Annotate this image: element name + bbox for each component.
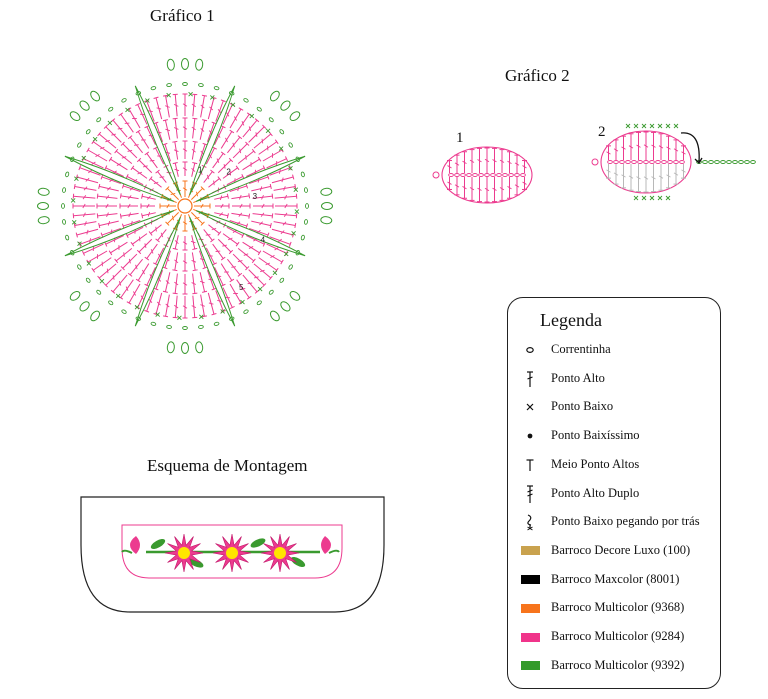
legend-title: Legenda — [540, 310, 602, 330]
color-swatch — [520, 570, 540, 590]
legend-item-label: Barroco Multicolor (9368) — [551, 600, 685, 615]
legend-item: Ponto Baixo — [508, 397, 722, 417]
treble-crochet-icon — [520, 484, 540, 504]
single-crochet-icon — [520, 397, 540, 417]
row-number: 2 — [226, 168, 231, 177]
legend-item: Correntinha — [508, 340, 722, 360]
legend-item-label: Barroco Multicolor (9284) — [551, 629, 685, 643]
legend-item: Barroco Multicolor (9392) — [508, 656, 722, 676]
legend-item: Barroco Multicolor (9368) — [508, 598, 722, 618]
flower-chart: 1 2 3 4 5 — [37, 58, 333, 354]
legend-item: Barroco Decore Luxo (100) — [508, 541, 722, 561]
row-number: 4 — [261, 236, 266, 245]
color-swatch — [520, 541, 540, 561]
half-double-crochet-icon — [520, 455, 540, 475]
chart-2-title: Gráfico 2 — [505, 66, 570, 85]
legend-item: Ponto Alto — [508, 369, 722, 389]
chain-icon — [520, 340, 540, 360]
legend-item-label: Ponto Baixíssimo — [551, 428, 640, 443]
legend-item: Meio Ponto Altos — [508, 455, 722, 475]
legend-item: Barroco Maxcolor (8001) — [508, 570, 722, 590]
legend-item-label: Ponto Alto Duplo — [551, 485, 640, 500]
leaf-chart-part-2 — [591, 123, 756, 201]
chart-2-part-2-label: 2 — [598, 124, 606, 140]
legend-item: Barroco Multicolor (9284) — [508, 627, 722, 647]
row-number: 1 — [198, 165, 203, 174]
leaf-chart-part-1 — [432, 146, 533, 204]
legend-item-label: Ponto Baixo — [551, 399, 614, 414]
double-crochet-icon — [520, 369, 540, 389]
assembly-scheme — [80, 496, 385, 613]
chart-1-title: Gráfico 1 — [150, 6, 215, 25]
chart-2-part-1-label: 1 — [456, 130, 464, 146]
legend-item-label: Correntinha — [551, 342, 611, 356]
assembly-title: Esquema de Montagem — [147, 456, 308, 475]
row-number: 3 — [253, 192, 258, 201]
legend-item-label: Barroco Multicolor (9392) — [551, 657, 685, 672]
slip-stitch-icon — [520, 426, 540, 446]
legend-item-label: Barroco Maxcolor (8001) — [551, 571, 680, 586]
back-post-single-icon — [520, 512, 540, 532]
row-number: 5 — [239, 283, 244, 292]
color-swatch — [520, 598, 540, 618]
legend-item-label: Barroco Decore Luxo (100) — [551, 542, 691, 557]
legend-item: Ponto Baixíssimo — [508, 426, 722, 446]
legend-item-label: Ponto Alto — [551, 370, 605, 385]
legend-item: Ponto Alto Duplo — [508, 484, 722, 504]
color-swatch — [520, 627, 540, 647]
legend-item-label: Meio Ponto Altos — [551, 456, 640, 471]
legend-item: Ponto Baixo pegando por trás — [508, 512, 722, 532]
legend-item-label: Ponto Baixo pegando por trás — [551, 514, 700, 529]
color-swatch — [520, 656, 540, 676]
